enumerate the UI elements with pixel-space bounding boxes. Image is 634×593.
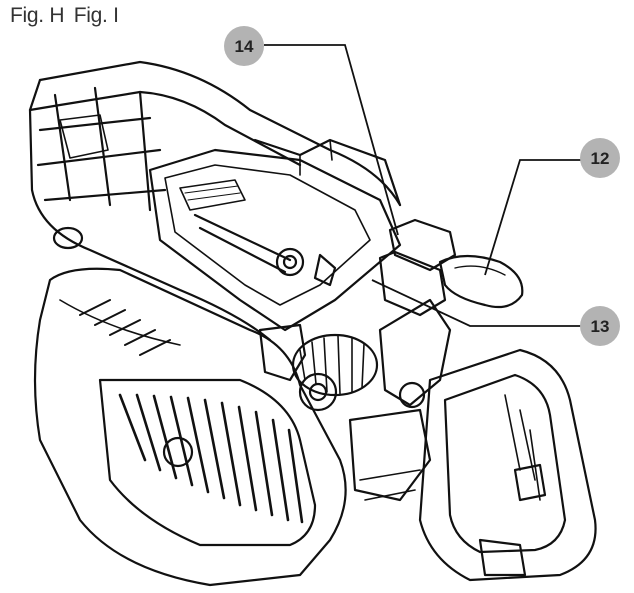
callout-label-13: 13 xyxy=(591,317,610,336)
callout-label-12: 12 xyxy=(591,149,610,168)
leader-line-14 xyxy=(264,44,399,236)
callout-bubble-12 xyxy=(580,138,620,178)
figure-caption: Fig. H Fig. I xyxy=(10,4,123,28)
callout-bubble-13 xyxy=(580,306,620,346)
leader-lines xyxy=(264,44,582,327)
callout-bubble-14 xyxy=(224,26,264,66)
callout-14: 14 xyxy=(224,26,264,66)
caption-fig-h: Fig. H xyxy=(10,4,65,27)
leader-line-13 xyxy=(371,279,582,327)
caption-fig-i: Fig. I xyxy=(73,4,119,27)
leader-line-12 xyxy=(484,159,582,276)
callout-12: 12 xyxy=(580,138,620,178)
tool-illustration xyxy=(28,60,597,587)
callout-label-14: 14 xyxy=(235,37,254,56)
callout-13: 13 xyxy=(580,306,620,346)
